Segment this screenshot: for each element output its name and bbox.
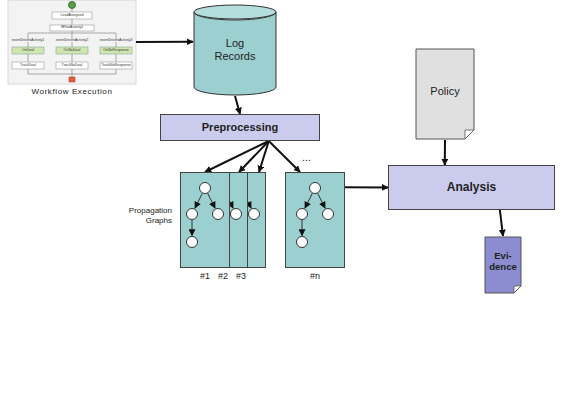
flow-arrow [259,141,269,172]
group-label: Propagation Graphs [108,206,172,227]
activity-label: eventDrivenActivity3 [99,39,133,43]
activity-label: TrackDeal [20,64,36,68]
activity-label: TrackNoDeal [62,64,83,68]
activity-label: OnDeal [22,49,34,53]
log-database: Log Records [193,4,277,96]
node-caption: #1 [160,271,250,281]
node-label: Log Records [204,37,266,62]
activity-label: IfElseActivity1 [61,26,83,30]
flow-arrow [239,141,269,172]
flow-arrow [500,210,503,236]
flow-arrow [269,141,300,172]
node-caption: #n [265,271,365,281]
ellipsis-label: ... [302,151,311,163]
process-box: Preprocessing [160,114,320,141]
node-label: Preprocessing [202,121,278,134]
activity-label: LeadAssigned [61,14,84,18]
card-outline [180,172,230,268]
process-box: Analysis [388,165,555,210]
node-caption: #2 [178,271,268,281]
activity-label: eventDrivenActivity2 [55,39,89,43]
evidence-document: Evi- dence [484,236,522,294]
graph-card: #1 [180,172,230,268]
node-label: Evi- dence [487,251,519,273]
node-label: Analysis [447,181,496,195]
flow-arrow [345,186,388,188]
flow-arrow [235,96,240,114]
policy-document: Policy [415,48,475,140]
card-outline [285,172,345,268]
activity-label: OnNoResponse [103,49,129,53]
graph-card: #n [285,172,345,268]
node-caption: Workflow Execution [0,87,156,96]
flow-arrow [136,41,193,43]
flow-arrow [205,141,269,172]
activity-label: OnNoDeal [64,49,81,53]
node-label: Policy [430,85,459,98]
activity-label: TrackNoResponse [101,64,131,68]
flow-arrow [444,140,446,165]
activity-label: eventDrivenActivity1 [11,39,45,43]
